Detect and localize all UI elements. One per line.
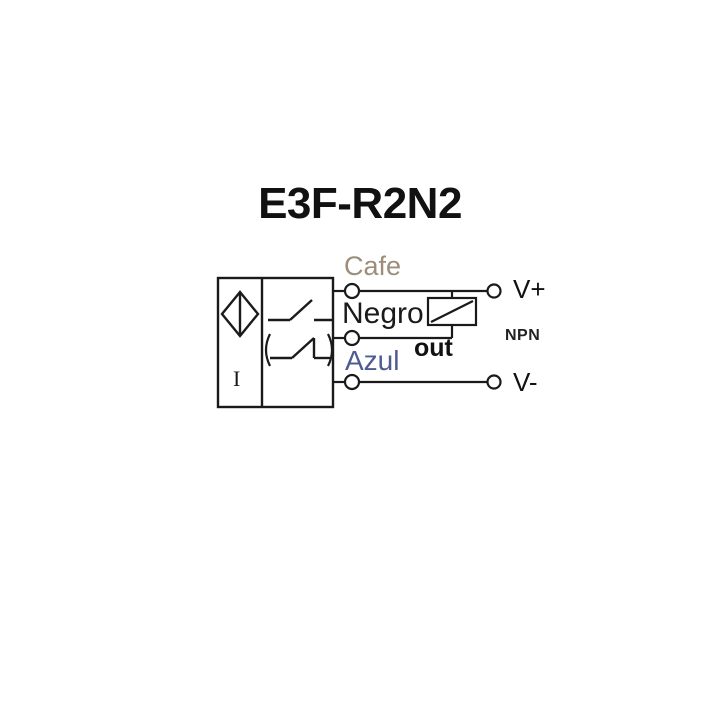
sensor-current-label: I (233, 366, 241, 391)
supply-positive-label: V+ (513, 274, 546, 304)
blue-wire-label: Azul (345, 345, 400, 376)
normally-closed-contact-icon (270, 337, 330, 360)
terminal-v-minus (486, 374, 502, 390)
terminal-black (343, 329, 361, 347)
contact-parentheses (264, 333, 334, 367)
terminal-brown (343, 282, 361, 300)
normally-open-contact-icon (268, 299, 334, 322)
terminal-blue (343, 373, 361, 391)
terminal-v-plus (486, 283, 502, 299)
transistor-type-label: NPN (505, 327, 541, 344)
load-resistor-icon (426, 296, 478, 327)
brown-wire-label: Cafe (344, 251, 402, 281)
photoelectric-diamond-icon (220, 290, 260, 338)
black-wire-label: Negro (342, 297, 424, 330)
supply-negative-label: V- (513, 367, 538, 397)
page-title: E3F-R2N2 (258, 179, 462, 228)
output-label: out (414, 334, 453, 362)
